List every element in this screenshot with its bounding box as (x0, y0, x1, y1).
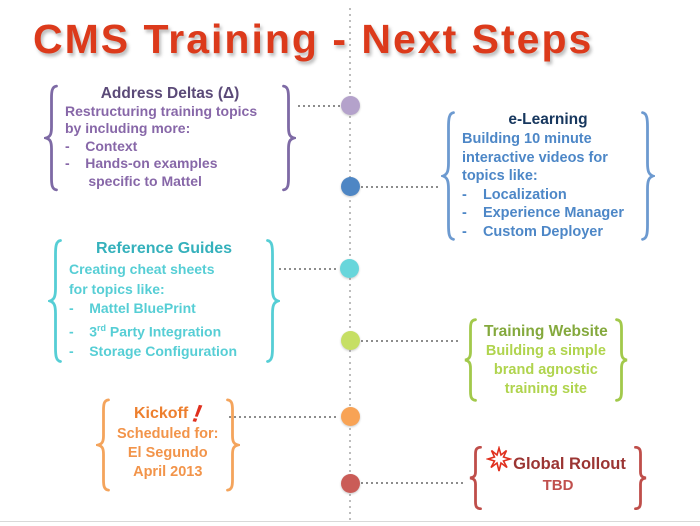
section-header: e-Learning (508, 111, 588, 128)
section-line: - 3rd Party Integration (69, 319, 259, 342)
right-brace-icon (633, 446, 648, 510)
section-line: - Context (65, 137, 138, 154)
exclamation-icon: ! (190, 399, 204, 429)
timeline-dot-e-learning (341, 177, 360, 196)
timeline-dot-global-rollout (341, 474, 360, 493)
connector-global-rollout (361, 482, 466, 484)
right-brace-icon (640, 110, 655, 242)
slide-title: CMS Training - Next Steps (33, 16, 594, 62)
left-brace-icon (441, 110, 456, 242)
section-content: Kickoff! Scheduled for: El Segundo April… (111, 398, 225, 492)
section-line: Scheduled for: (117, 426, 219, 442)
section-address-deltas: Address Deltas (Δ) Restructuring trainin… (44, 84, 296, 192)
section-reference-guides: Reference Guides Creating cheat sheets f… (48, 238, 280, 364)
section-header: Kickoff! (117, 399, 219, 429)
section-line: interactive videos for (462, 149, 608, 166)
section-line: - Experience Manager (462, 205, 624, 222)
section-header: Reference Guides (95, 240, 233, 257)
timeline-dot-address-deltas (341, 96, 360, 115)
section-line: - Hands-on examples (65, 155, 218, 172)
section-content: e-Learning Building 10 minute interactiv… (456, 110, 640, 242)
left-brace-icon (96, 398, 111, 492)
right-brace-icon (281, 84, 296, 192)
left-brace-icon (463, 318, 478, 402)
ordinal-suffix: rd (97, 322, 107, 333)
section-kickoff: Kickoff! Scheduled for: El Segundo April… (96, 398, 230, 492)
section-line: Restructuring training topics (65, 103, 258, 119)
section-line: topics like: (462, 168, 538, 185)
section-global-rollout: Global Rollout TBD (468, 446, 648, 510)
starburst-icon (486, 446, 513, 472)
connector-training-website (361, 340, 461, 342)
slide-bottom-rule (0, 521, 700, 522)
right-brace-icon (614, 318, 629, 402)
left-brace-icon (48, 238, 63, 364)
section-header: Training Website (484, 323, 608, 340)
section-content: Reference Guides Creating cheat sheets f… (63, 238, 265, 364)
section-line: TBD (542, 477, 574, 494)
left-brace-icon (44, 84, 59, 192)
section-line: - Storage Configuration (69, 343, 237, 360)
timeline-dot-reference-guides (340, 259, 359, 278)
section-line: for topics like: (69, 280, 165, 297)
section-line: April 2013 (133, 464, 203, 480)
timeline-dot-kickoff (341, 407, 360, 426)
line-text: - 3 (69, 323, 98, 340)
right-brace-icon (265, 238, 280, 364)
section-header: Address Deltas (Δ) (100, 85, 240, 102)
section-line: specific to Mattel (65, 172, 202, 189)
timeline-dot-training-website (341, 331, 360, 350)
section-line: - Mattel BluePrint (69, 300, 196, 317)
connector-e-learning (361, 186, 440, 188)
section-line: Building 10 minute (462, 131, 592, 147)
line-text: Party Integration (106, 323, 222, 340)
section-content: Address Deltas (Δ) Restructuring trainin… (59, 84, 281, 192)
connector-kickoff (229, 416, 339, 418)
section-e-learning: e-Learning Building 10 minute interactiv… (441, 110, 655, 242)
header-text: Kickoff (133, 405, 189, 422)
right-brace-icon (225, 398, 240, 492)
connector-reference-guides (279, 268, 339, 270)
header-text: Global Rollout (513, 455, 626, 473)
section-line: brand agnostic (493, 362, 598, 378)
section-content: Training Website Building a simple brand… (478, 318, 614, 402)
section-line: Building a simple (485, 343, 606, 359)
section-content: Global Rollout TBD (483, 446, 633, 510)
section-line: - Localization (462, 186, 567, 203)
left-brace-icon (468, 446, 483, 510)
section-training-website: Training Website Building a simple brand… (463, 318, 617, 402)
section-line: Creating cheat sheets (69, 261, 215, 277)
section-line: training site (504, 381, 587, 397)
section-header: Global Rollout (486, 446, 627, 476)
section-line: El Segundo (127, 445, 208, 461)
section-line: by including more: (65, 120, 191, 137)
section-line: - Custom Deployer (462, 223, 603, 240)
connector-address-deltas (298, 105, 340, 107)
